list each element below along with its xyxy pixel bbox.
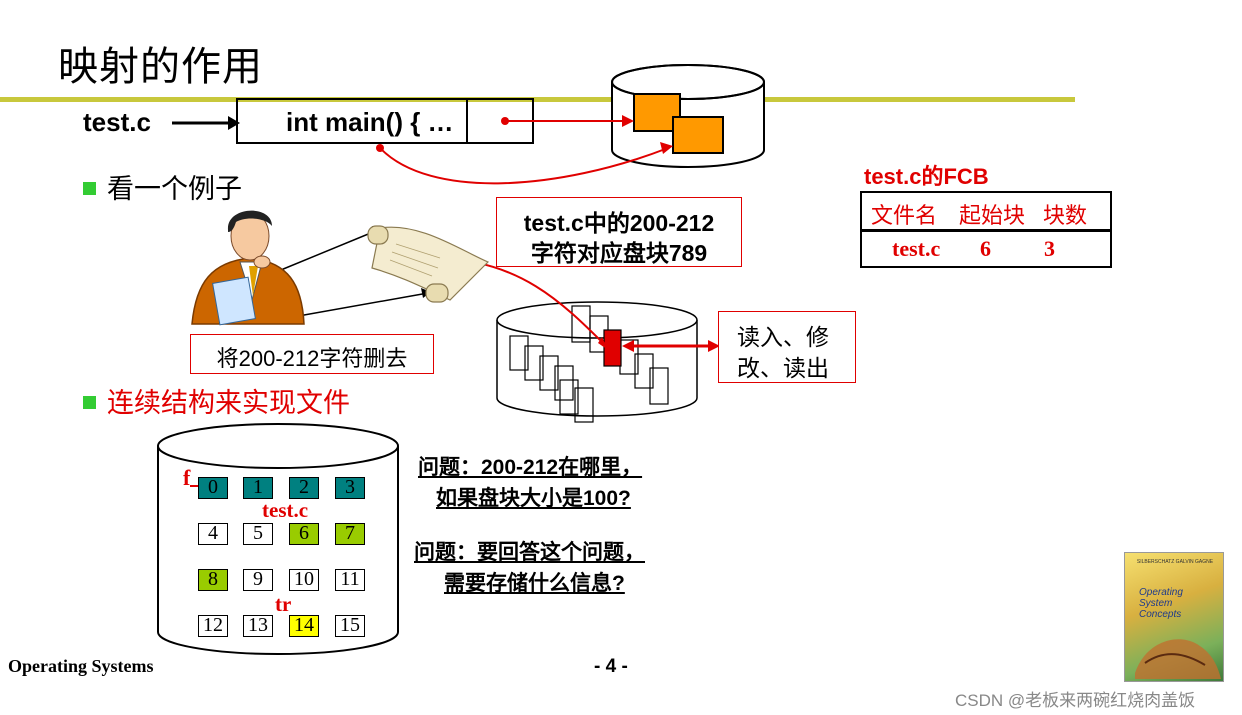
mapping-callout: test.c中的200-212 字符对应盘块789: [496, 197, 742, 267]
disk-block: 11: [335, 569, 365, 591]
disk-block: 8: [198, 569, 228, 591]
bullet-example: 看一个例子: [107, 174, 242, 205]
rw-line-2: 改、读出: [737, 356, 829, 382]
mapping-line-2: 字符对应盘块789: [530, 240, 708, 266]
disk-block: 7: [335, 523, 365, 545]
disk-block: 13: [243, 615, 273, 637]
label-f: f: [183, 465, 191, 490]
rw-line-1: 读入、修: [737, 325, 829, 351]
bullet-square: [83, 396, 96, 409]
code-box-divider: [466, 100, 468, 144]
fcb-title: test.c的FCB: [864, 164, 989, 189]
bullet-square: [83, 182, 96, 195]
person-illustration: [191, 210, 305, 326]
file-label: test.c: [83, 107, 151, 137]
label-file: test.c: [262, 498, 309, 522]
dinosaur-icon: [1135, 639, 1221, 679]
watermark: CSDN @老板来两碗红烧肉盖饭: [955, 691, 1196, 710]
disk-block: 5: [243, 523, 273, 545]
disk-block: 6: [289, 523, 319, 545]
disk-block: 15: [335, 615, 365, 637]
question-1-line-2: 如果盘块大小是100?: [436, 487, 631, 510]
fcb-value-name: test.c: [892, 236, 941, 261]
label-tr: tr: [275, 592, 292, 616]
fcb-value-count: 3: [1044, 236, 1055, 261]
bullet-contiguous: 连续结构来实现文件: [107, 388, 350, 419]
fcb-header-count: 块数: [1043, 204, 1088, 229]
disk-block: 14: [289, 615, 319, 637]
disk-block: 0: [198, 477, 228, 499]
fcb-header-start: 起始块: [959, 204, 1026, 229]
question-1-line-1: 问题：200-212在哪里，: [418, 456, 643, 479]
disk-block: 2: [289, 477, 319, 499]
title-rule: [0, 97, 1075, 102]
scroll-illustration: [367, 225, 490, 303]
disk-block: 10: [289, 569, 319, 591]
orange-block-2: [672, 116, 724, 154]
book-authors: SILBERSCHATZ GALVIN GAGNE: [1136, 559, 1214, 565]
mapping-line-1: test.c中的200-212: [523, 210, 715, 236]
slide-title: 映射的作用: [58, 44, 263, 90]
rw-callout: 读入、修 改、读出: [718, 311, 856, 383]
question-2-line-1: 问题：要回答这个问题，: [414, 541, 645, 564]
disk-block: 4: [198, 523, 228, 545]
book-cover: SILBERSCHATZ GALVIN GAGNE Operating Syst…: [1124, 552, 1224, 682]
curve-line: [379, 147, 669, 185]
question-2-line-2: 需要存储什么信息?: [444, 572, 625, 595]
fcb-header-name: 文件名: [871, 204, 938, 229]
book-title: Operating System Concepts: [1139, 587, 1183, 620]
disk-block: 9: [243, 569, 273, 591]
fcb-divider: [862, 229, 1110, 232]
fcb-table: 文件名 起始块 块数 test.c 6 3: [860, 191, 1112, 268]
delete-callout: 将200-212字符删去: [190, 334, 434, 374]
delete-text: 将200-212字符删去: [216, 346, 408, 371]
disk-block: 12: [198, 615, 228, 637]
scattered-blocks: [509, 305, 669, 423]
fcb-value-start: 6: [980, 236, 991, 261]
disk-block: 3: [335, 477, 365, 499]
middle-disk: [496, 301, 698, 417]
code-text: int main() { …: [286, 107, 454, 137]
footer-left: Operating Systems: [8, 656, 154, 676]
file-arrow: [172, 116, 240, 130]
disk-block: 1: [243, 477, 273, 499]
page-number: - 4 -: [594, 656, 628, 677]
red-block: [603, 329, 622, 367]
